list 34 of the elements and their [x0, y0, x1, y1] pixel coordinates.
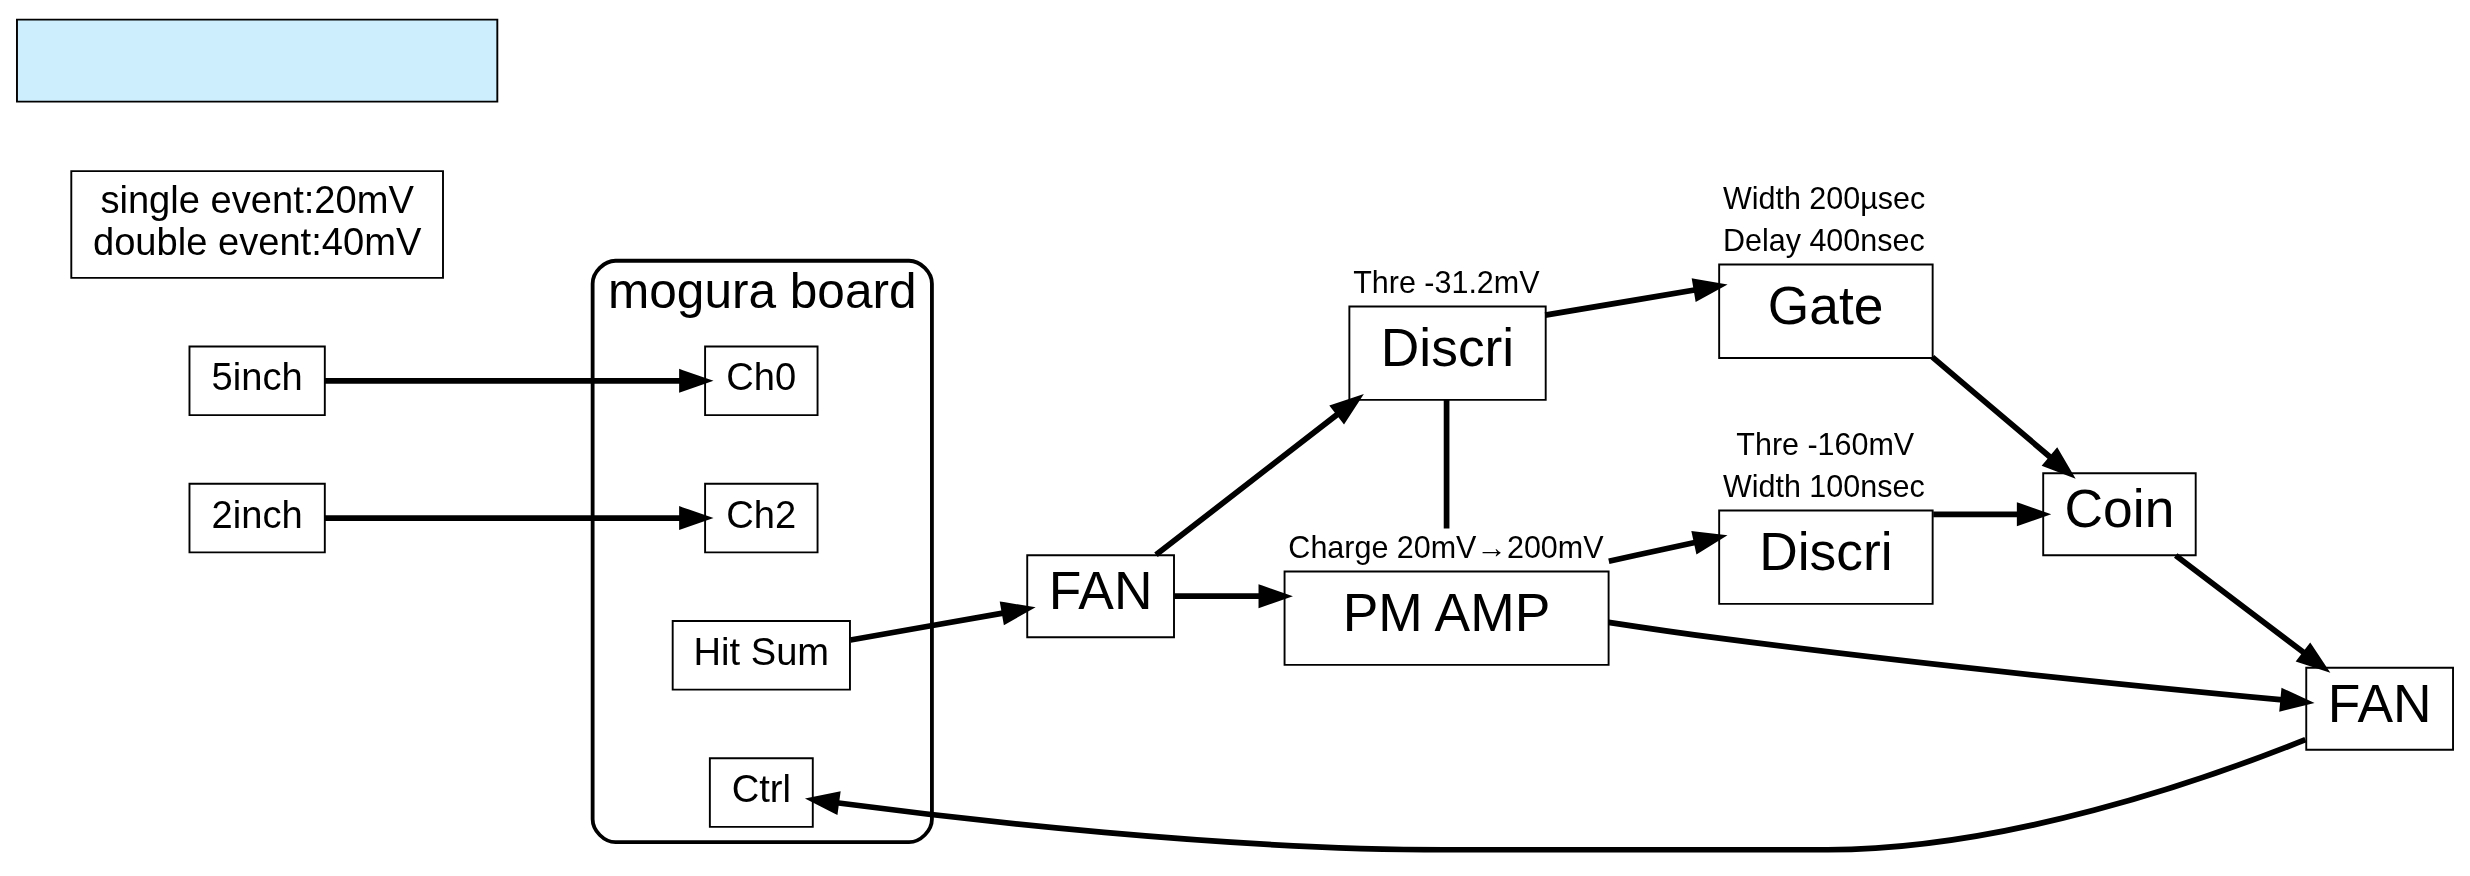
arrow	[1933, 501, 2052, 526]
arrow	[325, 505, 714, 530]
arrow	[1608, 619, 2315, 712]
node-box: Hit Sum	[671, 619, 851, 691]
node-box: PM AMP	[1283, 570, 1610, 666]
arrow	[804, 736, 2307, 853]
node-box: Discri	[1718, 509, 1934, 605]
arrow	[1174, 583, 1293, 608]
node-box: FAN	[1026, 553, 1175, 638]
arrow	[1154, 393, 1364, 557]
arrow	[1608, 530, 1728, 564]
node-box: Discri	[1348, 305, 1547, 401]
node-box: 2inch	[188, 482, 326, 553]
node-box: 5inch	[188, 345, 326, 416]
node-box	[16, 18, 499, 103]
arrow	[850, 600, 1036, 643]
arrow	[1930, 354, 2076, 479]
node-box: FAN	[2305, 666, 2454, 751]
node-label: Thre -160mV	[1736, 426, 1915, 461]
node-label: Thre -31.2mV	[1353, 264, 1540, 299]
arrow	[1544, 277, 1728, 318]
node-box: Ctrl	[708, 756, 814, 828]
node-box: Gate	[1718, 263, 1934, 359]
node-label: Charge 20mV→200mV	[1288, 529, 1604, 564]
node-label: Width 100nsec	[1722, 468, 1925, 503]
node-label: Width 200µsec	[1722, 180, 1926, 215]
arrow	[2174, 552, 2331, 673]
connector	[1443, 398, 1450, 528]
arrow	[325, 368, 714, 393]
node-box: Ch2	[704, 482, 819, 553]
node-box: Coin	[2042, 471, 2197, 556]
node-label: Delay 400nsec	[1722, 222, 1925, 257]
node-box: single event:20mV double event:40mV	[70, 169, 444, 279]
node-box: Ch0	[704, 345, 819, 416]
